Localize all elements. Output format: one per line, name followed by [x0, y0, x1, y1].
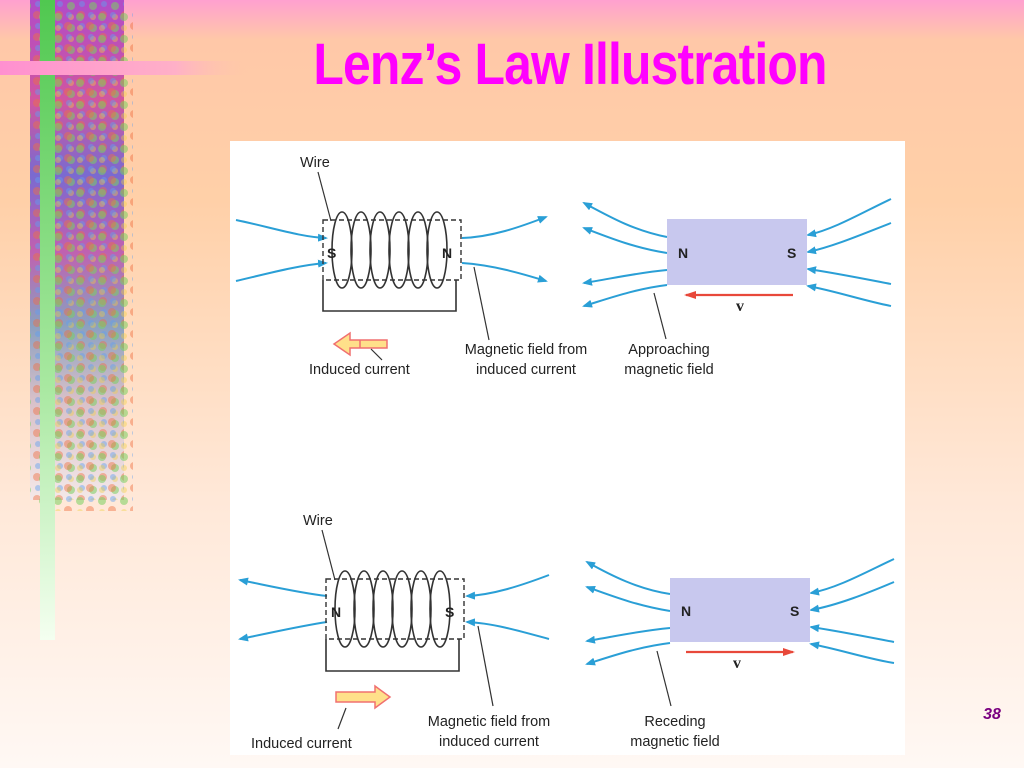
bottom-left-solenoid-panel: N S Wire Induced current Magnetic field …: [238, 513, 551, 752]
solenoid-outline: [325, 578, 465, 640]
induced-current-label: Induced current: [309, 362, 410, 378]
induced-current-arrow: [332, 331, 388, 357]
field-label-line1: Receding: [644, 714, 705, 730]
field-label-line1: Magnetic field from: [428, 714, 551, 730]
solenoid-left-pole: S: [327, 245, 336, 261]
field-lines: [582, 198, 892, 308]
induced-current-pointer: [370, 348, 383, 361]
magnet-right-pole: S: [790, 603, 799, 619]
wire-pointer: [321, 529, 336, 581]
wire-loop: [325, 639, 460, 672]
top-right-magnet-panel: N S v Approaching magnetic field: [582, 198, 892, 378]
magnet-right-pole: S: [787, 245, 796, 261]
solenoid-left-pole: N: [331, 604, 341, 620]
page-number: 38: [983, 706, 1001, 723]
top-left-solenoid-panel: S N Wire Induced current Magnetic field …: [235, 155, 588, 378]
lenz-law-figure: S N Wire Induced current Magnetic field …: [230, 141, 905, 755]
wire-pointer: [317, 171, 332, 222]
field-lines: [585, 558, 895, 666]
solenoid-right-pole: S: [445, 604, 454, 620]
induced-current-arrow: [335, 684, 392, 710]
field-label-line1: Magnetic field from: [465, 342, 588, 358]
wire-loop: [322, 280, 457, 312]
field-lines: [238, 574, 550, 642]
field-label-pointer: [653, 292, 667, 340]
velocity-label: v: [733, 655, 741, 672]
bar-magnet: [667, 219, 807, 285]
induced-current-pointer: [337, 707, 347, 730]
field-label-line2: induced current: [476, 362, 576, 378]
wire-label: Wire: [300, 155, 330, 171]
magnet-left-pole: N: [678, 245, 688, 261]
field-lines: [235, 216, 548, 283]
field-label-pointer: [473, 266, 490, 341]
magnet-left-pole: N: [681, 603, 691, 619]
velocity-label: v: [736, 298, 744, 315]
bar-magnet: [670, 578, 810, 642]
solenoid-right-pole: N: [442, 245, 452, 261]
field-label-line1: Approaching: [628, 342, 709, 358]
field-label-pointer: [656, 650, 672, 707]
field-label-line2: magnetic field: [630, 734, 719, 750]
slide-title: Lenz’s Law Illustration: [313, 32, 827, 97]
field-label-line2: magnetic field: [624, 362, 713, 378]
induced-current-label: Induced current: [251, 736, 352, 752]
field-label-line2: induced current: [439, 734, 539, 750]
solenoid-coils: [331, 211, 448, 289]
decorative-side-band: [0, 0, 250, 640]
bottom-right-magnet-panel: N S v Receding magnetic field: [585, 558, 895, 750]
solenoid-outline: [322, 219, 462, 281]
solenoid-coils: [334, 570, 451, 648]
wire-label: Wire: [303, 513, 333, 529]
field-label-pointer: [477, 625, 494, 707]
